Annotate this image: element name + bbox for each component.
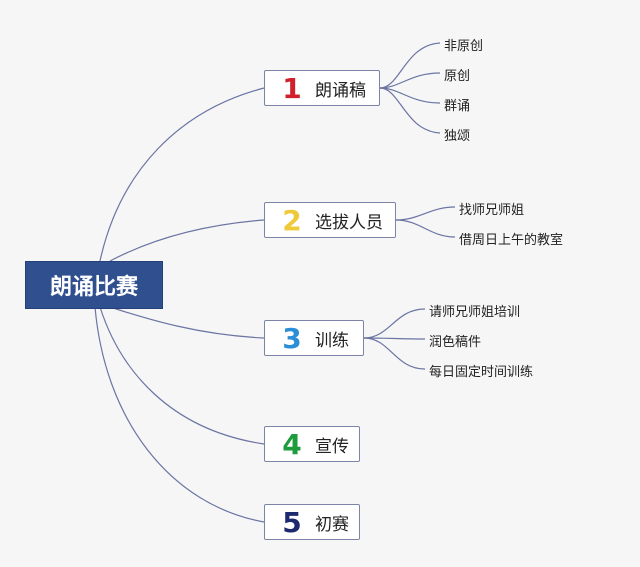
leaf-1-4[interactable]: 独颂 — [444, 129, 471, 144]
branch-number-1: 1 — [282, 71, 302, 105]
branch-label-4: 宣传 — [315, 436, 349, 457]
branch-node-5[interactable]: 5 初赛 — [264, 504, 360, 540]
branch-label-5: 初赛 — [315, 514, 349, 535]
branch-node-2[interactable]: 2 选拔人员 — [264, 202, 396, 238]
leaf-1-2[interactable]: 原创 — [444, 69, 471, 84]
root-node[interactable]: 朗诵比赛 — [25, 261, 163, 309]
branch-number-2: 2 — [282, 203, 302, 237]
branch-number-3: 3 — [282, 321, 302, 355]
root-label: 朗诵比赛 — [49, 275, 138, 300]
leaf-3-2[interactable]: 润色稿件 — [429, 335, 482, 350]
leaf-1-1[interactable]: 非原创 — [444, 39, 484, 54]
leaf-2-2[interactable]: 借周日上午的教室 — [459, 233, 564, 248]
branch-node-4[interactable]: 4 宣传 — [264, 426, 360, 462]
leaf-3-3[interactable]: 每日固定时间训练 — [429, 365, 534, 380]
leaf-2-1[interactable]: 找师兄师姐 — [459, 203, 525, 218]
branch-label-2: 选拔人员 — [315, 212, 383, 233]
leaf-3-1[interactable]: 请师兄师姐培训 — [429, 305, 521, 320]
leaf-1-3[interactable]: 群诵 — [444, 99, 471, 114]
branch-label-3: 训练 — [315, 330, 349, 351]
branch-node-1[interactable]: 1 朗诵稿 — [264, 70, 380, 106]
branch-number-4: 4 — [282, 427, 302, 461]
branch-number-5: 5 — [282, 505, 302, 539]
branch-label-1: 朗诵稿 — [315, 80, 366, 101]
branch-node-3[interactable]: 3 训练 — [264, 320, 364, 356]
